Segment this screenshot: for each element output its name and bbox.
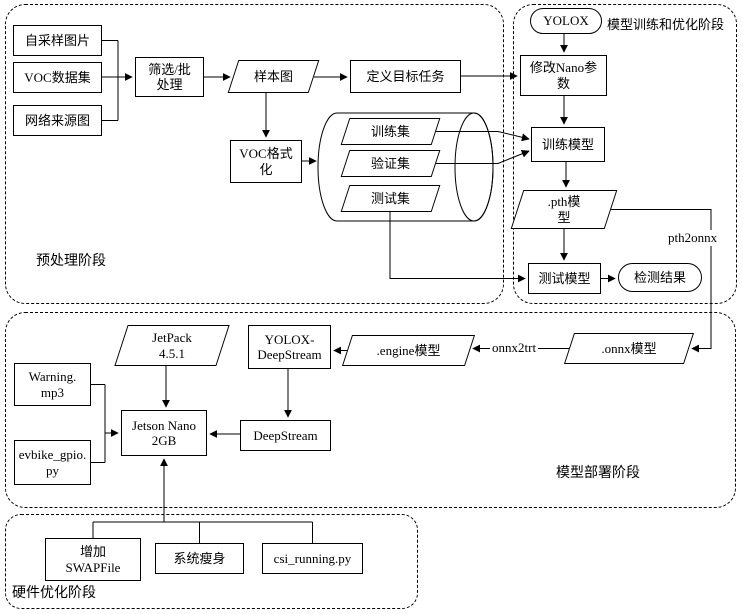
node-pth-model: .pth模 型 xyxy=(517,190,611,229)
node-modify-nano-params: 修改Nano参 数 xyxy=(520,55,607,96)
region-training xyxy=(513,4,737,304)
node-deepstream: DeepStream xyxy=(240,420,331,451)
node-detection-result: 检测结果 xyxy=(618,263,702,292)
region-preprocess xyxy=(5,4,504,304)
node-sample-images: 样本图 xyxy=(233,60,314,93)
node-yolox: YOLOX xyxy=(530,8,602,34)
node-warning-mp3: Warning. mp3 xyxy=(14,363,91,406)
node-jetson-nano: Jetson Nano 2GB xyxy=(121,410,207,456)
node-evbike-gpio: evbike_gpio. py xyxy=(14,440,91,485)
node-csi-running: csi_running.py xyxy=(262,543,363,574)
node-onnx-model: .onnx模型 xyxy=(569,333,689,364)
node-train-model: 训练模型 xyxy=(531,127,605,162)
node-web-source-images: 网络来源图 xyxy=(13,105,102,136)
node-voc-dataset: VOC数据集 xyxy=(13,62,102,93)
node-voc-formatting: VOC格式 化 xyxy=(230,140,302,183)
node-jetpack: JetPack 4.5.1 xyxy=(121,325,223,366)
region-deploy xyxy=(5,312,736,508)
node-validation-set: 验证集 xyxy=(345,150,436,177)
node-test-model: 测试模型 xyxy=(528,263,601,294)
node-test-set: 测试集 xyxy=(345,185,436,212)
label-preprocess-stage: 预处理阶段 xyxy=(36,254,106,269)
node-system-slimming: 系统瘦身 xyxy=(155,543,244,574)
edge-label-onnx2trt: onnx2trt xyxy=(490,340,539,356)
label-hardware-stage: 硬件优化阶段 xyxy=(12,586,96,601)
edge-label-pth2onnx: pth2onnx xyxy=(666,230,720,246)
node-add-swapfile: 增加 SWAPFile xyxy=(45,538,141,581)
node-self-sampled-images: 自采样图片 xyxy=(13,25,102,56)
node-training-set: 训练集 xyxy=(345,118,436,145)
region-hardware xyxy=(5,514,418,609)
node-yolox-deepstream: YOLOX- DeepStream xyxy=(248,325,331,369)
label-deploy-stage: 模型部署阶段 xyxy=(556,466,640,481)
node-define-target-task: 定义目标任务 xyxy=(350,60,461,93)
label-training-stage: 模型训练和优化阶段 xyxy=(607,17,725,32)
node-engine-model: .engine模型 xyxy=(347,335,470,366)
node-filter-batch-process: 筛选/批 处理 xyxy=(135,57,204,97)
